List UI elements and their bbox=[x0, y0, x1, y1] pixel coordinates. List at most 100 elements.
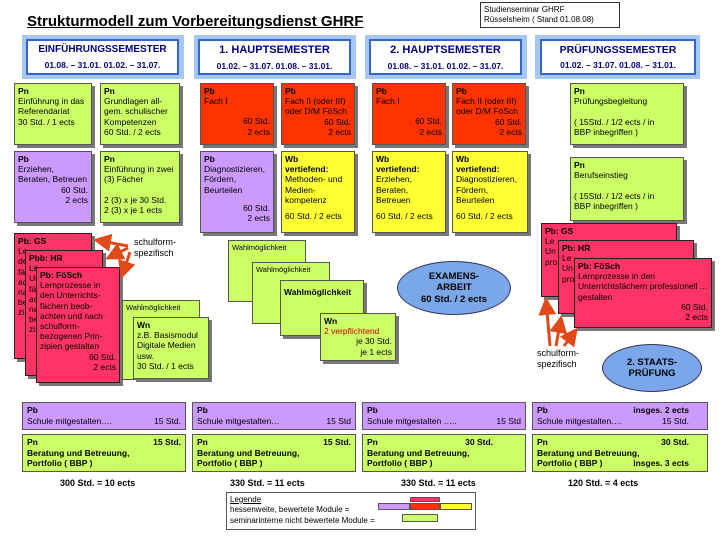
module-text: Le Un fä ac na be zi bbox=[29, 263, 40, 335]
row-pn-3: Pn 30 Std. Beratung und Betreuung, Portf… bbox=[532, 434, 708, 472]
module-foesch-pruef: Pb: FöSch Lernprozesse in den Unterricht… bbox=[574, 258, 712, 328]
module-ects: 2 ects bbox=[247, 126, 270, 137]
row-line: Pb insges. 2 ects bbox=[537, 405, 703, 416]
wahl-label: Wahlmöglichkeit bbox=[126, 303, 181, 312]
row-value: 15 Std. bbox=[154, 415, 181, 426]
row-label: Schule mitgestalten… bbox=[197, 415, 280, 426]
module-erziehen-h2: Wb vertiefend: Erziehen, Beraten, Betreu… bbox=[372, 151, 446, 233]
module-type: Wb bbox=[456, 154, 470, 164]
header-dates: 01.02. – 31.07. 01.08. – 31.01. bbox=[216, 60, 333, 71]
row-value: 30 Std. bbox=[661, 437, 689, 447]
schulform-label-einf: schulform- spezifisch bbox=[134, 237, 177, 258]
module-einfuehrung-referendariat: Pn Einführung in das Referendariat 30 St… bbox=[14, 83, 92, 145]
module-type: Pn bbox=[574, 86, 585, 96]
row-value: 15 Std. bbox=[323, 437, 351, 447]
module-wn-h1: Wn 2 verpflichtend je 30 Std. je 1 ects bbox=[320, 313, 396, 361]
exam-l3: 60 Std. / 2 ects bbox=[420, 293, 487, 305]
module-text: Erziehen, Beraten, Betreuen bbox=[376, 174, 412, 205]
module-foesch-einf: Pb: FöSch Lernprozesse in den Unterricht… bbox=[36, 267, 120, 383]
module-text: Methoden- und Medien-kompetenz bbox=[285, 174, 343, 205]
module-ects: 2 ects bbox=[247, 212, 270, 223]
module-type: Pn bbox=[18, 86, 29, 96]
wahl-label: Wahlmöglichkeit bbox=[256, 265, 311, 274]
module-foot: 60 Std. / 2 ects bbox=[456, 210, 513, 221]
row-label: Schule mitgestalten ….. bbox=[367, 415, 457, 426]
row-line: Pn 30 Std. bbox=[537, 437, 703, 448]
module-type: Pb: GS bbox=[18, 236, 47, 246]
legend-swatch-purple bbox=[378, 503, 410, 510]
row-line: Schule mitgestalten… 15 Std bbox=[197, 416, 351, 427]
arrow-pruef-2 bbox=[549, 315, 568, 347]
row-total: insges. 2 ects bbox=[633, 405, 689, 415]
module-type: Pb: FöSch bbox=[40, 270, 83, 280]
module-text: Fach II (oder III) oder D/M FöSch bbox=[285, 96, 347, 117]
module-std: 60 Std. bbox=[89, 351, 116, 362]
module-type: Pbb: HR bbox=[29, 253, 63, 263]
module-text: Lernprozesse in den Unterrichts-fächern … bbox=[40, 280, 103, 352]
row-type: Pn bbox=[367, 437, 378, 447]
row-label-2: Portfolio ( BBP ) bbox=[27, 458, 93, 469]
row-label: Beratung und Betreuung, bbox=[367, 447, 470, 458]
module-type: Pb: HR bbox=[562, 243, 591, 253]
module-ects: 2 ects bbox=[685, 311, 708, 322]
header-1-hauptsemester: 1. HAUPTSEMESTER 01.02. – 31.07. 01.08. … bbox=[198, 39, 351, 75]
module-type: Wn bbox=[324, 316, 338, 326]
module-fach-2-h2: Pb Fach II (oder III) oder D/M FöSch 60 … bbox=[452, 83, 526, 145]
row-pb-0: Pb Schule mitgestalten…. 15 Std. bbox=[22, 402, 186, 430]
row-pn-1: Pn 15 Std. Beratung und Betreuung, Portf… bbox=[192, 434, 356, 472]
wahl-label: Wahlmöglichkeit bbox=[284, 287, 352, 297]
module-pruefungsbegleitung: Pn Prüfungsbegleitung ( 15Std. / 1/2 ect… bbox=[570, 83, 684, 145]
module-std: 60 Std. bbox=[324, 116, 351, 127]
staatspruefung-ellipse: 2. STAATS- PRÜFUNG bbox=[602, 344, 702, 392]
examensarbeit-ellipse: EXAMENS- ARBEIT 60 Std. / 2 ects bbox=[397, 261, 511, 315]
module-sub: vertiefend: bbox=[456, 164, 500, 175]
module-sub: vertiefend: bbox=[376, 164, 420, 175]
module-ects: je 1 ects bbox=[360, 346, 392, 357]
module-berufseinstieg: Pn Berufseinstieg ( 15Std. / 1/2 ects / … bbox=[570, 157, 684, 221]
module-type: Pb bbox=[285, 86, 296, 96]
total-pruef: 120 Std. = 4 ects bbox=[568, 478, 639, 488]
module-type: Pn bbox=[104, 86, 115, 96]
module-type: Wb bbox=[376, 154, 390, 164]
row-pn-0: Pn 15 Std. Beratung und Betreuung, Portf… bbox=[22, 434, 186, 472]
module-text: Prüfungsbegleitung ( 15Std. / 1/2 ects /… bbox=[574, 96, 655, 137]
module-type: Wb bbox=[285, 154, 299, 164]
module-text: Le Un pro bbox=[562, 253, 575, 284]
legend-title: Legende bbox=[230, 495, 262, 504]
seminar-line2: Rüsselsheim ( Stand 01.08.08) bbox=[484, 14, 594, 24]
row-label-2: Portfolio ( BBP ) bbox=[367, 458, 433, 469]
module-std: 60 Std. bbox=[61, 184, 88, 195]
seminar-info: Studienseminar GHRF Rüsselsheim ( Stand … bbox=[480, 2, 620, 28]
header-pruefungssemester: PRÜFUNGSSEMESTER 01.02. – 31.07. 01.08. … bbox=[540, 39, 696, 75]
header-dates: 01.08. – 31.01. 01.02. – 31.07. bbox=[44, 59, 161, 70]
seminar-line1: Studienseminar GHRF bbox=[484, 5, 565, 14]
module-methoden-h1: Wb vertiefend: Methoden- und Medien-komp… bbox=[281, 151, 355, 233]
legend-swatch-pink bbox=[410, 497, 440, 502]
row-type: Pb bbox=[197, 405, 208, 415]
module-text: Grundlagen all-gem. schulischer Kompeten… bbox=[104, 96, 168, 137]
row-pb-3: Pb insges. 2 ects Schule mitgestalten…. … bbox=[532, 402, 708, 430]
header-2-hauptsemester: 2. HAUPTSEMESTER 01.08. – 31.01. 01.02. … bbox=[369, 39, 522, 75]
row-value: 15 Std bbox=[326, 415, 351, 426]
row-label: Beratung und Betreuung, bbox=[197, 447, 300, 458]
module-text: Fach II (oder III) oder D/M FöSch bbox=[456, 96, 518, 117]
module-text: Fach I bbox=[376, 96, 400, 107]
row-value: 15 Std. bbox=[153, 437, 181, 447]
module-grundlagen: Pn Grundlagen all-gem. schulischer Kompe… bbox=[100, 83, 180, 145]
row-value: 15 Std bbox=[496, 415, 521, 426]
row-type: Pn bbox=[27, 437, 38, 447]
row-label: Schule mitgestalten…. bbox=[27, 415, 113, 426]
header-title: 1. HAUPTSEMESTER bbox=[219, 44, 330, 56]
module-std: 60 Std. bbox=[243, 116, 270, 127]
module-type: Pb bbox=[456, 86, 467, 96]
row-pb-1: Pb Schule mitgestalten… 15 Std bbox=[192, 402, 356, 430]
row-pn-2: Pn 30 Std. Beratung und Betreuung, Portf… bbox=[362, 434, 526, 472]
exam-l1: EXAMENS- bbox=[428, 270, 480, 282]
module-type: Wn bbox=[137, 320, 151, 330]
row-line: Pn 30 Std. bbox=[367, 437, 521, 448]
module-type: Pb bbox=[18, 154, 29, 164]
header-title: 2. HAUPTSEMESTER bbox=[390, 44, 501, 56]
module-text: Einführung in zwei (3) Fächer 2 (3) x je… bbox=[104, 164, 174, 215]
module-text: Berufseinstieg ( 15Std. / 1/2 ects / in … bbox=[574, 170, 655, 211]
module-type: Pb: GS bbox=[545, 226, 574, 236]
